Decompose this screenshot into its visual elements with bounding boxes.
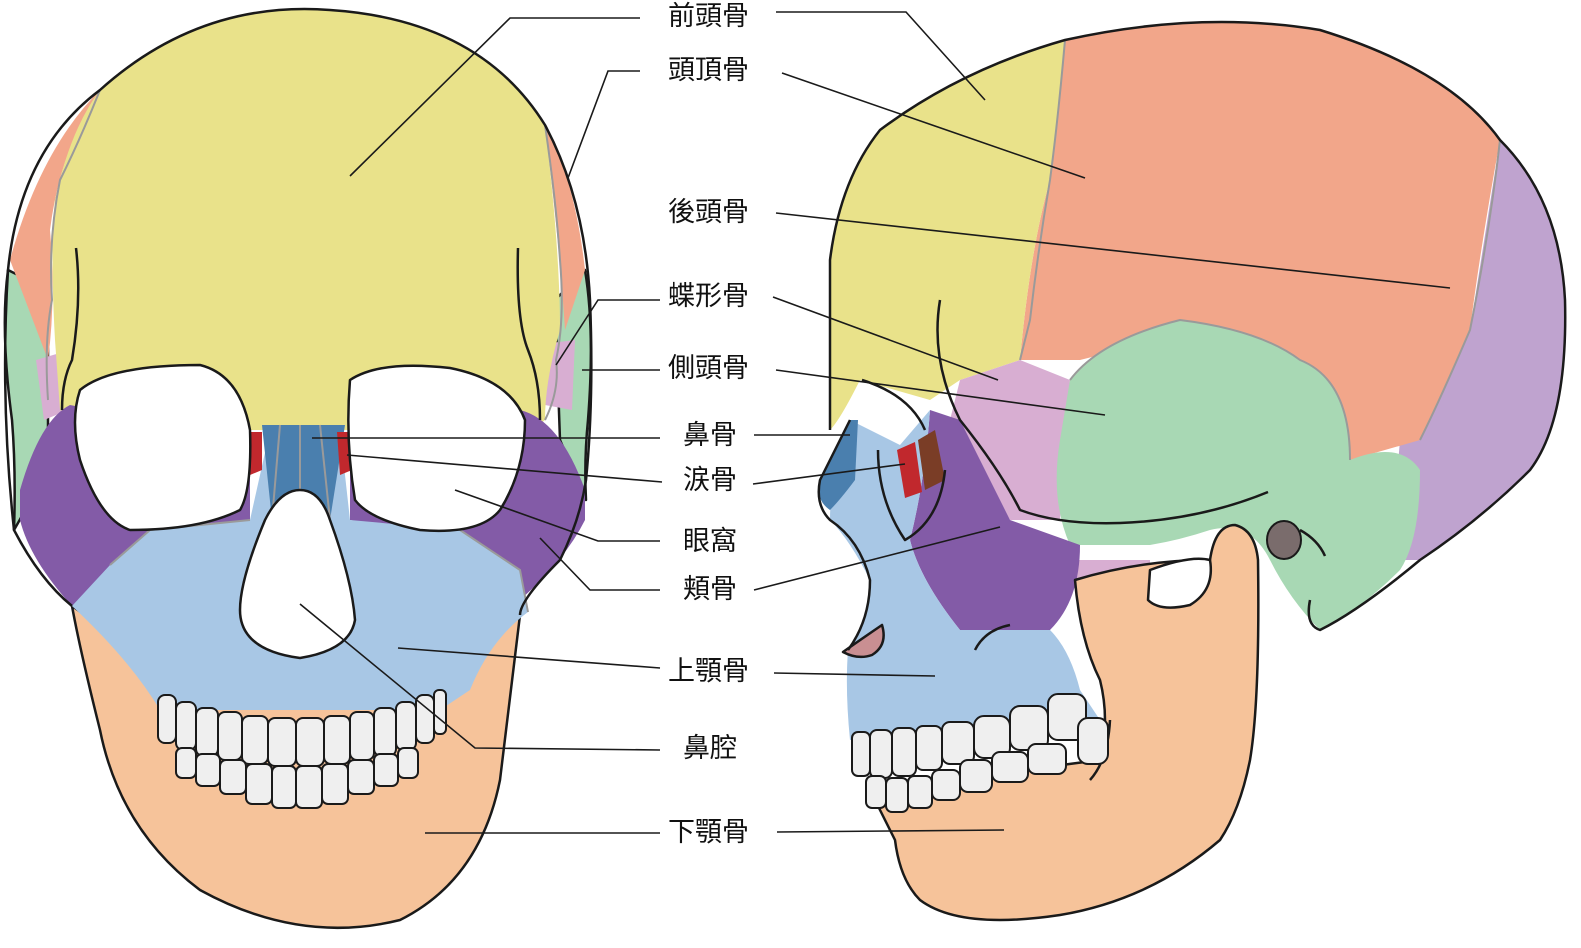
label-maxilla: 上顎骨	[668, 656, 749, 687]
side-nasal-bone	[818, 420, 858, 510]
side-mandible-notch	[1146, 557, 1213, 609]
side-teeth	[851, 693, 1109, 813]
side-zygomatic	[910, 410, 1080, 630]
label-nasal-cavity: 鼻腔	[683, 733, 737, 764]
label-frontal-bone: 前頭骨	[668, 1, 749, 32]
side-parietal	[1020, 22, 1500, 460]
front-frontal	[52, 9, 560, 440]
label-parietal-bone: 頭頂骨	[668, 55, 749, 86]
front-orbit-left	[73, 363, 252, 532]
front-parietal-left	[10, 90, 100, 360]
side-maxilla	[830, 410, 1100, 740]
front-skull	[3, 7, 593, 930]
front-parietal-right	[545, 125, 585, 330]
label-sphenoid-bone: 蝶形骨	[668, 281, 749, 312]
side-lacrimal	[897, 442, 922, 498]
label-temporal-bone: 側頭骨	[668, 353, 749, 384]
side-ear-canal	[1266, 520, 1302, 560]
side-occipital	[1390, 140, 1566, 560]
label-occipital-bone: 後頭骨	[668, 197, 749, 228]
label-orbit: 眼窩	[683, 526, 737, 557]
side-skull	[817, 20, 1567, 922]
side-ethmoid	[918, 430, 945, 490]
label-nasal-bone: 鼻骨	[683, 420, 737, 451]
side-frontal	[830, 40, 1065, 430]
side-sphenoid	[950, 360, 1150, 610]
front-nasal-cavity	[238, 488, 357, 660]
label-zygomatic-bone: 頬骨	[683, 574, 737, 605]
label-mandible: 下顎骨	[668, 817, 749, 848]
front-orbit-right	[347, 364, 527, 533]
side-temporal	[1056, 320, 1420, 630]
label-lacrimal-bone: 涙骨	[683, 465, 737, 496]
side-nasal-pink	[841, 623, 885, 659]
leader-lines	[299, 11, 1451, 834]
front-teeth	[157, 689, 447, 809]
